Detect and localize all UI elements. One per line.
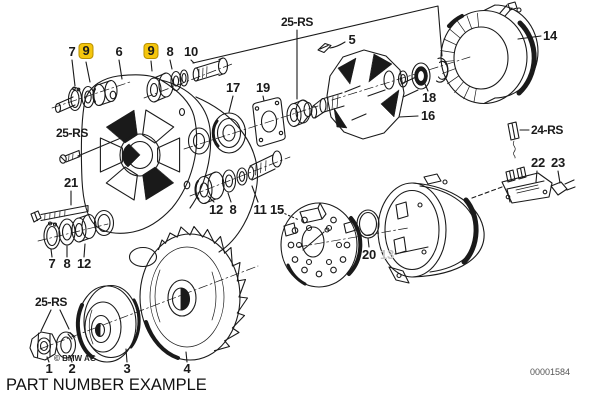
leader-lines xyxy=(40,5,561,363)
part-label-15: 15 xyxy=(269,202,285,217)
part-label-23: 23 xyxy=(550,155,566,170)
part-washer-ring xyxy=(187,127,211,155)
part-label-7-bottom: 7 xyxy=(48,256,56,271)
part-label-10: 10 xyxy=(183,44,199,59)
part-fan-4 xyxy=(139,225,249,361)
part-lock-washer-2 xyxy=(55,331,77,359)
part-stack-7-8-12-left xyxy=(43,213,97,250)
part-brush-24rs xyxy=(507,121,520,159)
part-label-7-top: 7 xyxy=(68,44,76,59)
part-label-22: 22 xyxy=(530,155,546,170)
part-snap-ring-7 xyxy=(67,86,83,112)
part-label-20: 20 xyxy=(361,247,377,262)
part-label-17: 17 xyxy=(225,80,241,95)
part-label-6: 6 xyxy=(115,44,123,59)
part-screw-25rs-left xyxy=(59,149,81,164)
part-label-14: 14 xyxy=(542,28,558,43)
drawing-number: 00001584 xyxy=(530,367,571,377)
part-label-25-rs-left: 25-RS xyxy=(55,126,89,140)
part-label-18: 18 xyxy=(421,90,437,105)
part-key-5 xyxy=(317,42,332,54)
part-label-24-rs: 24-RS xyxy=(530,123,564,137)
part-label-21: 21 xyxy=(63,175,79,190)
part-label-8-mid: 8 xyxy=(229,202,237,217)
part-pulley-3 xyxy=(75,284,141,363)
part-label-5: 5 xyxy=(348,32,356,47)
part-front-housing-6 xyxy=(80,74,258,268)
part-bolt-10 xyxy=(192,57,229,82)
part-bolt-11 xyxy=(247,150,283,181)
part-bolt-21 xyxy=(30,204,89,223)
part-nut-1 xyxy=(29,331,58,361)
part-label-9-left[interactable]: 9 xyxy=(78,43,94,59)
caption-part-number-example: PART NUMBER EXAMPLE xyxy=(6,376,207,394)
part-label-1: 1 xyxy=(45,361,53,376)
part-label-13: 13 xyxy=(379,247,395,262)
part-shaft-bearing-18 xyxy=(397,62,431,98)
part-bearing-17 xyxy=(211,112,247,154)
part-label-9-right[interactable]: 9 xyxy=(143,43,159,59)
part-connector-23 xyxy=(550,179,576,196)
part-label-3: 3 xyxy=(123,361,131,376)
part-stator-14 xyxy=(439,1,539,105)
part-label-2: 2 xyxy=(68,361,76,376)
part-rectifier-plate xyxy=(280,202,363,288)
bmw-copyright: © BMW AG xyxy=(54,354,97,363)
part-rotor-16 xyxy=(326,49,405,140)
part-label-8-top: 8 xyxy=(166,44,174,59)
part-label-11: 11 xyxy=(253,202,267,217)
part-label-8-bottom: 8 xyxy=(63,256,71,271)
part-label-16: 16 xyxy=(420,108,436,123)
part-collar-nut xyxy=(286,99,313,128)
part-stack-12-8-mid xyxy=(194,167,248,205)
part-label-12-bottom: 12 xyxy=(76,256,92,271)
part-regulator-22 xyxy=(501,166,553,204)
part-retainer-plate-19 xyxy=(252,97,286,147)
part-label-4: 4 xyxy=(183,361,191,376)
part-label-12-mid: 12 xyxy=(208,202,224,217)
part-label-25-rs-top: 25-RS xyxy=(280,15,314,29)
part-label-19: 19 xyxy=(255,80,271,95)
part-label-25-rs-bottom: 25-RS xyxy=(34,295,68,309)
part-washer-bushing-9-left xyxy=(81,79,118,109)
